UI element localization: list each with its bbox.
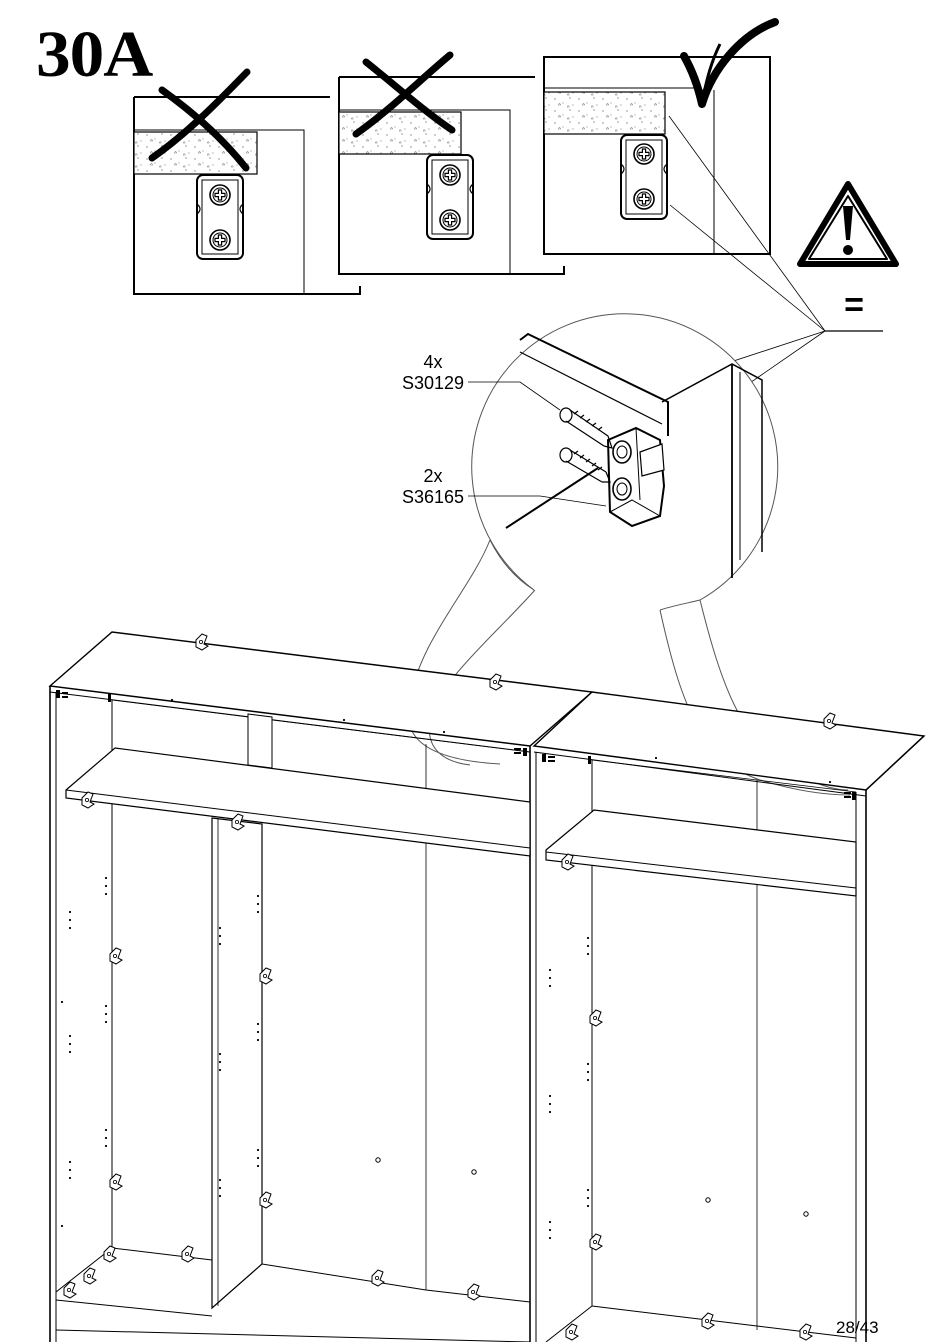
equals-symbol: = — [844, 286, 864, 324]
warning-triangle-icon — [800, 184, 896, 264]
panel-correct — [544, 22, 775, 254]
screw-quantity: 4x — [423, 352, 442, 372]
bracket-part-number: S36165 — [402, 487, 464, 507]
page-number: 28/43 — [836, 1318, 879, 1338]
bracket-quantity: 2x — [423, 466, 442, 486]
panel-wrong-2 — [339, 55, 564, 274]
screw-part-number: S30129 — [402, 373, 464, 393]
wardrobe-assembly — [50, 632, 924, 1342]
panel-wrong-1 — [134, 72, 360, 294]
